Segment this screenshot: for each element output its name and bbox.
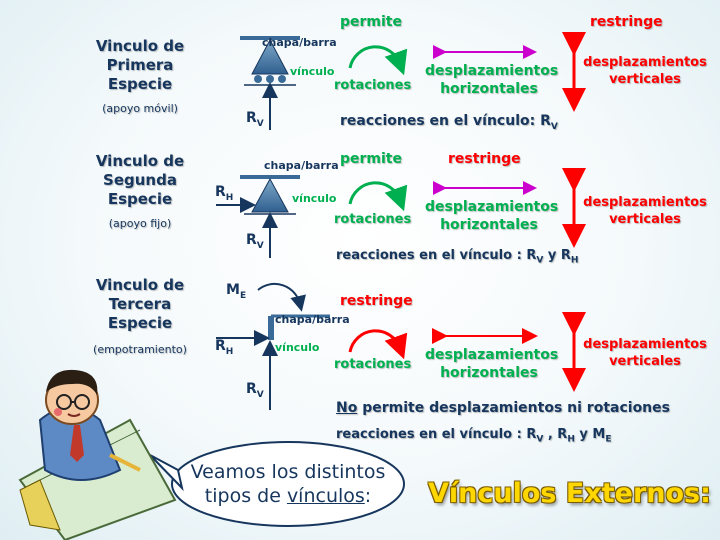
row3-no-movement-note: No permite desplazamientos ni rotaciones: [336, 400, 670, 416]
support-2-rv-label: RV: [246, 232, 264, 251]
row1-permite-label: permite: [340, 14, 402, 30]
row3-restringe-label: restringe: [340, 293, 413, 309]
row2-permite-label: permite: [340, 151, 402, 167]
row2-restringe-label: restringe: [448, 151, 521, 167]
support-3-chapa-label: chapa/barra: [275, 313, 350, 326]
type-1-title: Vinculo de Primera Especie: [95, 37, 185, 93]
row2-rotation-arrow: [348, 181, 408, 212]
support-3-moment-arrow: [257, 283, 306, 312]
row1-rotation-arrow: [348, 45, 408, 76]
support-3-symbol: [268, 314, 330, 340]
row1-reactions: reacciones en el vínculo: RV: [340, 113, 558, 132]
support-1-chapa-label: chapa/barra: [262, 36, 337, 49]
type-3-subtitle: (empotramiento): [93, 343, 187, 356]
engineer-illustration: [18, 369, 177, 540]
row3-reactions: reacciones en el vínculo : RV , RH y ME: [336, 427, 612, 445]
support-3-vinculo-label: vínculo: [275, 341, 320, 354]
row3-rotation-arrow: [348, 329, 408, 360]
row3-rotaciones-label: rotaciones: [334, 357, 412, 372]
type-2-title: Vinculo de Segunda Especie: [95, 152, 185, 208]
row1-restringe-label: restringe: [590, 14, 663, 30]
type-3-title: Vinculo de Tercera Especie: [95, 276, 185, 332]
row2-rotaciones-label: rotaciones: [334, 212, 412, 227]
support-3-rv-label: RV: [246, 381, 264, 400]
type-1-subtitle: (apoyo móvil): [102, 102, 178, 115]
main-title: Vínculos Externos:: [428, 478, 711, 509]
support-1-rv-label: RV: [246, 110, 264, 129]
support-3-rh-label: RH: [215, 338, 234, 357]
row1-rotaciones-label: rotaciones: [334, 78, 412, 93]
support-2-rh-label: RH: [215, 184, 234, 203]
row2-reactions: reacciones en el vínculo : RV y RH: [336, 248, 579, 266]
support-3-me-label: ME: [226, 282, 247, 301]
speech-bubble-tail: [149, 454, 184, 492]
support-2-symbol: [240, 175, 300, 215]
support-2-chapa-label: chapa/barra: [264, 159, 339, 172]
support-2-vinculo-label: vínculo: [292, 192, 337, 205]
support-1-vinculo-label: vínculo: [290, 65, 335, 78]
type-2-subtitle: (apoyo fijo): [108, 217, 172, 230]
speech-bubble: [171, 441, 405, 527]
